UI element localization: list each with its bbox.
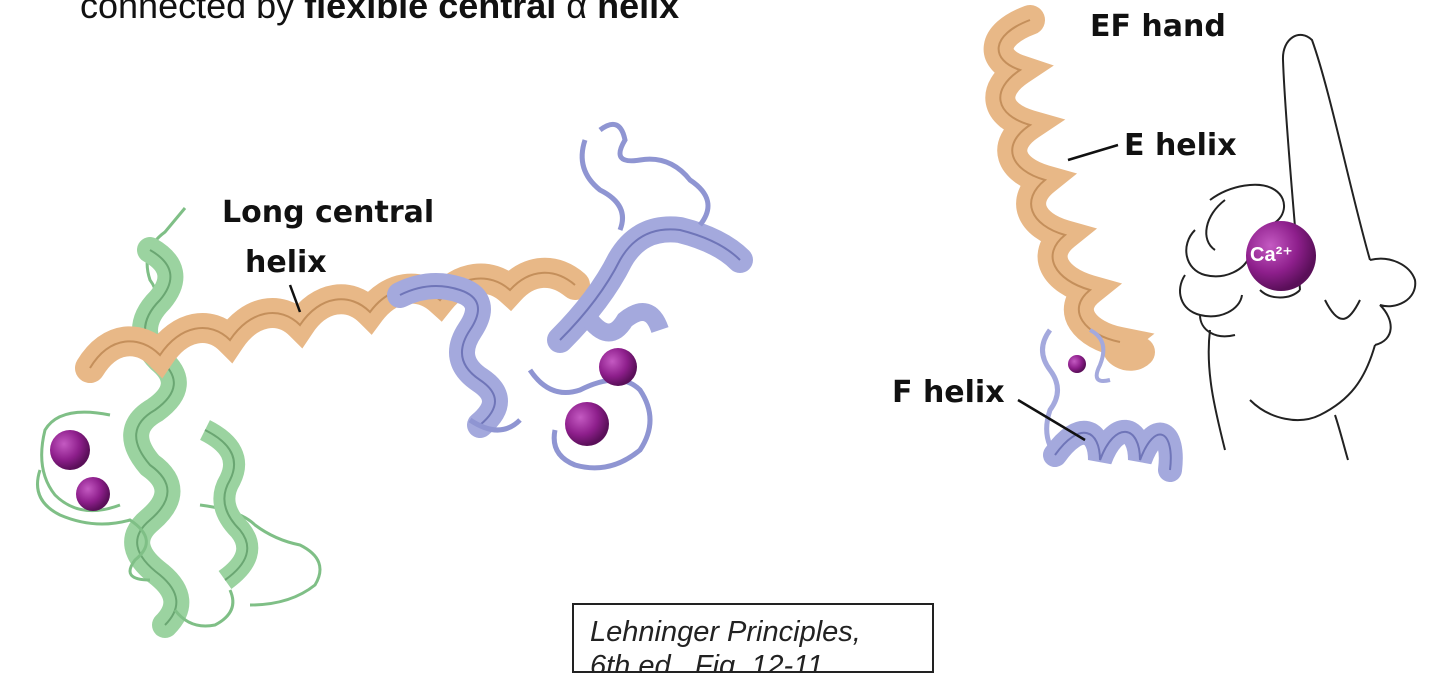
ef-hand-structure [983, 5, 1183, 482]
central-helix-pointer [288, 284, 302, 313]
calmodulin-structure [36, 121, 753, 638]
f-helix-pointer [1017, 398, 1086, 442]
citation-box: Lehninger Principles, 6th ed., Fig. 12-1… [572, 603, 934, 673]
hand-drawing [1179, 33, 1417, 461]
n-domain-green [36, 207, 322, 638]
central-helix-tan [75, 257, 590, 383]
calcium-ion [76, 477, 110, 511]
citation-line-2: 6th ed., Fig. 12-11 [590, 650, 824, 673]
label-long-central: Long central [222, 195, 435, 230]
calcium-ion-small [1068, 355, 1086, 373]
title-prefix: connected by [80, 0, 305, 26]
calcium-ion-hand [1246, 221, 1316, 291]
label-f-helix: F helix [892, 375, 1005, 410]
calcium-ions [50, 348, 637, 511]
title-alpha: α [556, 0, 598, 26]
title-bold-1: flexible central [304, 0, 557, 26]
calcium-ion [50, 430, 90, 470]
calcium-ion [565, 402, 609, 446]
label-e-helix: E helix [1124, 128, 1237, 163]
label-ef-hand: EF hand [1090, 9, 1226, 44]
label-ca-ion: Ca²⁺ [1250, 244, 1293, 266]
calcium-ion [599, 348, 637, 386]
citation-line-1: Lehninger Principles, [590, 616, 861, 648]
title-bold-2: helix [597, 0, 680, 26]
page-title: connected by flexible central α helix [80, 0, 679, 28]
c-domain-lavender [387, 121, 753, 471]
e-helix-pointer [1067, 143, 1119, 162]
label-helix: helix [245, 245, 327, 280]
